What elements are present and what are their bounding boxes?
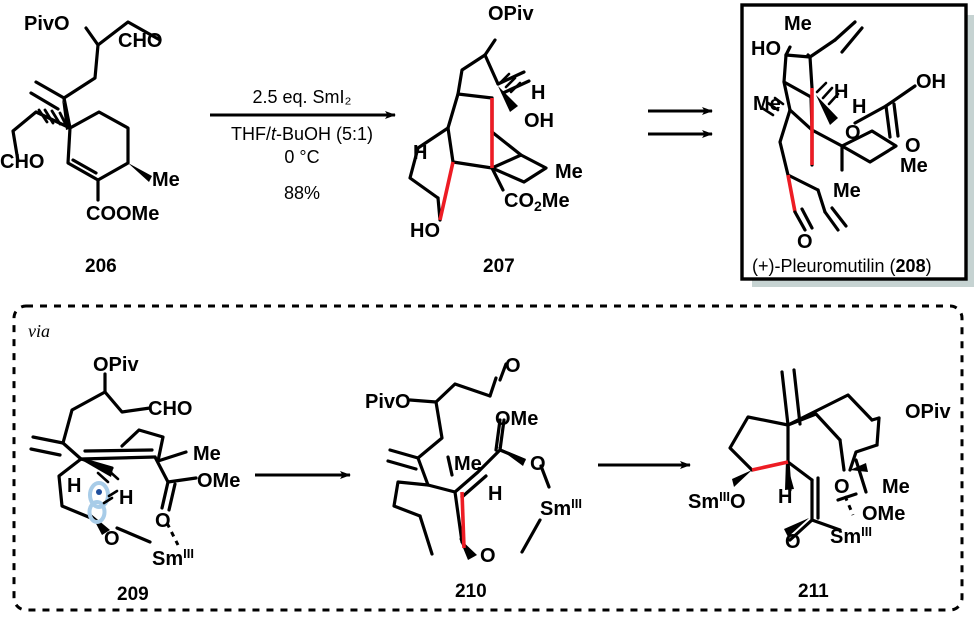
- compound-209-label-ome: OMe: [197, 470, 240, 492]
- compound-210-number: 210: [455, 581, 487, 602]
- compound-210-label-h: H: [488, 483, 502, 505]
- compound-206-label-coome: COOMe: [86, 203, 159, 225]
- compound-208-hash-h: [815, 81, 840, 106]
- compound-207-number: 207: [483, 256, 515, 277]
- compound-209-label-opiv: OPiv: [93, 354, 139, 376]
- compound-210-o-wedge: [497, 447, 526, 466]
- compound-207-label-ho: HO: [410, 220, 440, 242]
- compound-207-label-h-left: H: [413, 142, 427, 164]
- compound-210-label-sm: SmIII: [540, 496, 582, 520]
- compound-208-label-oh: OH: [916, 71, 946, 93]
- compound-210-label-ome: OMe: [495, 408, 538, 430]
- compound-208-label-h-1: H: [834, 81, 848, 103]
- compound-209-label-h-left: H: [67, 475, 81, 497]
- compound-207-structure: [408, 38, 548, 222]
- compound-211-o-wedge: [784, 518, 809, 537]
- compound-206-number: 206: [85, 256, 117, 277]
- compound-209-structure: [29, 372, 198, 544]
- compound-206-label-me: Me: [152, 169, 180, 191]
- compound-208-label-me-bottom: Me: [833, 180, 861, 202]
- compound-210-red-bond: [460, 491, 466, 549]
- compound-209-hash-alkene: [96, 468, 120, 484]
- retrosynthetic-double-arrow: [648, 107, 713, 138]
- compound-211-label-o-lower: O: [785, 531, 801, 553]
- compound-211-dashed-coordination: [843, 495, 855, 516]
- via-box-border: [12, 304, 964, 612]
- compound-211-me-wedge: [850, 463, 868, 472]
- compound-211-red-bond: [751, 460, 789, 472]
- compound-210-label-o-lower: O: [480, 545, 496, 567]
- compound-209-label-me: Me: [193, 443, 221, 465]
- compound-206-label-cho-left: CHO: [0, 151, 44, 173]
- compound-211-h-wedge: [785, 460, 794, 490]
- radical-dot: [96, 489, 102, 495]
- compound-207-label-oh: OH: [524, 110, 554, 132]
- compound-208-label-o-carbonyl: O: [905, 135, 921, 157]
- reaction-yield: 88%: [284, 183, 320, 203]
- compound-209-label-cho: CHO: [148, 398, 192, 420]
- compound-208-caption: (+)-Pleuromutilin (208): [752, 256, 932, 276]
- compound-207-oh-wedge: [498, 86, 518, 112]
- compound-210-label-me: Me: [454, 453, 482, 475]
- compound-210-label-pivo: PivO: [365, 391, 411, 413]
- compound-211-label-me: Me: [882, 476, 910, 498]
- compound-207-label-co2me: CO2Me: [504, 190, 570, 214]
- compound-207-label-opiv: OPiv: [488, 3, 534, 25]
- compound-208-label-o-ketone: O: [797, 231, 813, 253]
- compound-208-red-bond-2: [786, 174, 797, 213]
- compound-209-bold-wedge-1: [78, 458, 113, 477]
- compound-209-label-sm: SmIII: [152, 546, 194, 570]
- compound-209-hash-h2: [102, 489, 119, 505]
- compound-210-label-o-aldehyde: O: [505, 355, 521, 377]
- reaction-temperature: 0 °C: [284, 147, 319, 167]
- compound-206-structure: [11, 20, 162, 202]
- compound-207-label-h-top: H: [531, 82, 545, 104]
- compound-209-label-o-carbonyl: O: [155, 510, 171, 532]
- reaction-solvent: THF/t-BuOH (5:1): [231, 124, 373, 144]
- compound-211-label-smo: SmIIIO: [688, 489, 746, 513]
- compound-209-dashed-coordination: [165, 522, 180, 546]
- compound-207-label-me: Me: [555, 161, 583, 183]
- compound-208-label-ho: HO: [751, 38, 781, 60]
- compound-211-number: 211: [798, 581, 829, 602]
- compound-211-label-h: H: [778, 486, 792, 508]
- compound-207-red-bond-2: [438, 161, 455, 221]
- compound-211-label-o-upper: O: [834, 476, 850, 498]
- compound-208-structure: [778, 20, 898, 232]
- via-label: via: [28, 321, 50, 341]
- compound-209-radical-orbital: [87, 481, 110, 524]
- compound-206-label-pivo: PivO: [24, 13, 70, 35]
- compound-211-structure: [728, 368, 881, 542]
- compound-208-me-hash: [760, 96, 785, 117]
- compound-208-label-o-ester: O: [845, 122, 861, 144]
- compound-208-glycolate-chain: [853, 84, 917, 139]
- compound-209-label-h-right: H: [119, 487, 133, 509]
- compound-208-label-me-top: Me: [784, 13, 812, 35]
- compound-211-label-sm: SmIII: [830, 524, 872, 548]
- compound-208-h-wedge: [816, 95, 838, 125]
- compound-206-hash-wedge: [37, 108, 68, 127]
- compound-208-label-h-2: H: [852, 96, 866, 118]
- compound-207-hash-h: [499, 72, 522, 94]
- compound-211-label-ome: OMe: [862, 503, 905, 525]
- compound-210-structure: [386, 362, 551, 556]
- compound-211-smo-wedge: [732, 470, 752, 487]
- compound-211-label-opiv: OPiv: [905, 401, 951, 423]
- reaction-conditions-above: 2.5 eq. SmI₂: [252, 87, 351, 107]
- compound-208-label-me-right: Me: [900, 155, 928, 177]
- compound-210-label-o-upper: O: [530, 453, 546, 475]
- compound-209-number: 209: [117, 584, 149, 605]
- compound-209-bold-wedge-2: [91, 514, 110, 535]
- compound-206-label-cho-top: CHO: [118, 30, 162, 52]
- compound-208-label-me-left: Me: [753, 93, 781, 115]
- compound-209-label-o-lower: O: [104, 528, 120, 550]
